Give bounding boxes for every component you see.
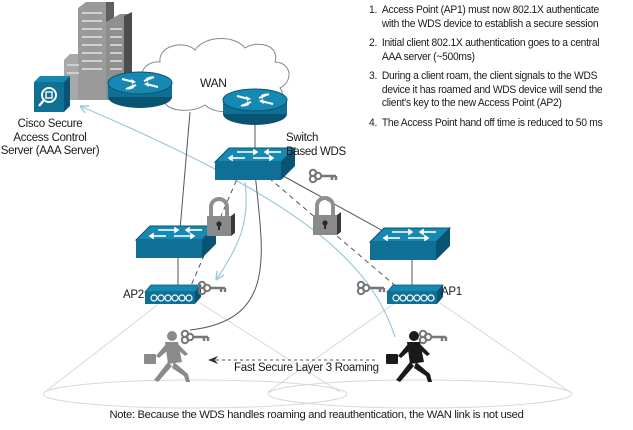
- aaa-auth-path: [79, 105, 396, 338]
- step-text: Access Point (AP1) must now 802.1X authe…: [381, 4, 599, 30]
- aaa-server-label: Cisco Secure Access Control Server (AAA …: [0, 118, 100, 159]
- ap1-coverage-cone: [267, 302, 571, 393]
- roaming-arrow: [208, 356, 378, 364]
- step-number: 2.: [369, 37, 378, 49]
- aaa-auth-arrowhead: [79, 105, 89, 114]
- lock-icon-ap1-tunnel: [311, 196, 343, 237]
- step-number: 1.: [369, 4, 378, 16]
- wds-switch-icon: [214, 147, 296, 181]
- key-delivery-path: [215, 181, 247, 281]
- auth-paths: [79, 105, 396, 338]
- note-text: Note: Because the WDS handles roaming an…: [109, 409, 524, 421]
- key-icon-ap1: [356, 280, 386, 296]
- ap1-access-point-icon: [386, 284, 444, 305]
- key-delivery-arrowhead: [215, 270, 225, 281]
- aaa-label-line3: Server (AAA Server): [0, 145, 100, 157]
- switch-label-line2: Based WDS: [286, 145, 346, 158]
- ap1-switch-icon: [369, 227, 451, 261]
- step-number: 4.: [369, 116, 378, 129]
- ap2-access-point-icon: [144, 284, 202, 305]
- hq-router-icon: [107, 71, 173, 109]
- ap2-switch-icon: [135, 225, 217, 259]
- key-icon-wds: [308, 168, 338, 184]
- wds-router-icon: [222, 88, 288, 126]
- ap2-coverage-ellipse: [42, 379, 348, 409]
- step-text: The Access Point hand off time is reduce…: [381, 116, 603, 129]
- step-item: 4. The Access Point hand off time is red…: [369, 117, 612, 131]
- wan-label: WAN: [200, 76, 227, 90]
- key-icon-client: [418, 329, 448, 345]
- ap2-label: AP2: [123, 289, 144, 301]
- link-wan-to-ap2-switch: [179, 111, 191, 231]
- coverage-areas: [42, 302, 573, 409]
- step-item: 3. During a client roam, the client sign…: [369, 70, 612, 111]
- ap2-coverage-cone: [44, 302, 341, 393]
- aaa-label-line1: Cisco Secure: [17, 118, 83, 130]
- client-wan-path: [189, 171, 262, 331]
- lock-icon-ap2-tunnel: [205, 197, 237, 238]
- step-item: 2. Initial client 802.1X authentication …: [369, 37, 612, 64]
- switch-wds-label: Switch Based WDS: [286, 132, 346, 159]
- key-icon-roamed-client: [180, 329, 210, 345]
- ap1-label: AP1: [441, 286, 462, 298]
- roaming-arrowhead: [208, 356, 218, 364]
- aaa-label-line2: Access Control: [13, 131, 87, 144]
- step-number: 3.: [369, 70, 378, 82]
- step-text: Initial client 802.1X authentication goe…: [381, 37, 600, 63]
- step-item: 1. Access Point (AP1) must now 802.1X au…: [369, 4, 612, 31]
- tunnel-wds-to-ap1: [261, 171, 399, 289]
- switch-label-line1: Switch: [286, 132, 319, 144]
- aaa-server-icon: [34, 76, 70, 112]
- key-icon-ap2: [197, 280, 227, 296]
- step-text: During a client roam, the client signals…: [381, 70, 603, 109]
- ap1-coverage-ellipse: [267, 379, 573, 409]
- steps-list: 1. Access Point (AP1) must now 802.1X au…: [369, 4, 612, 136]
- roaming-label: Fast Secure Layer 3 Roaming: [234, 362, 379, 374]
